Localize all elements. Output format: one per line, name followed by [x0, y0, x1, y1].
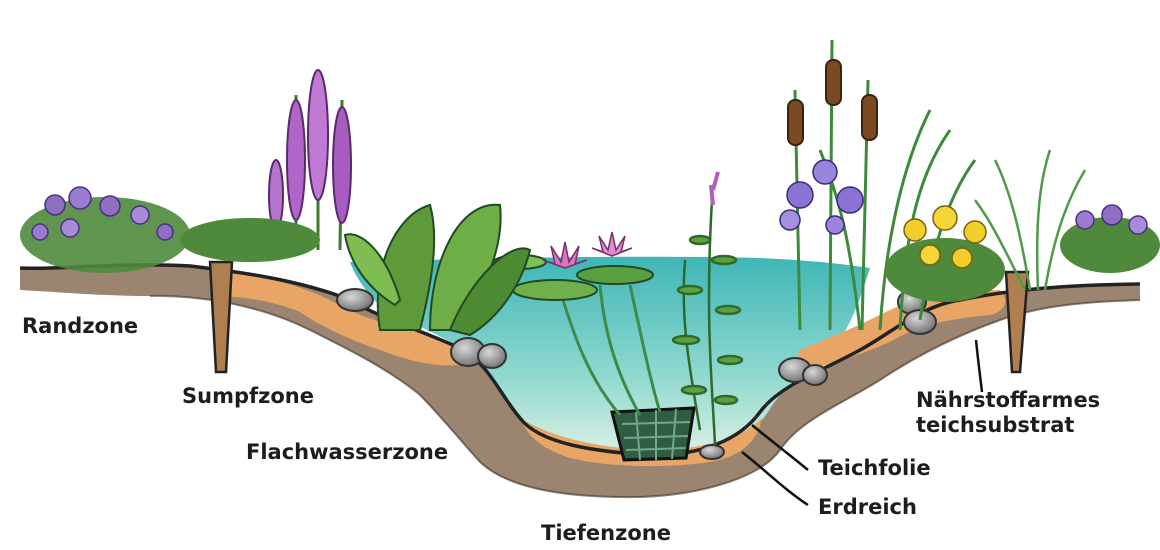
- right-groundcover: [1060, 205, 1160, 273]
- plant-basket: [612, 408, 694, 460]
- marigold-plants: [885, 206, 1005, 302]
- randzone-plants: [20, 187, 190, 273]
- iris-flowers: [780, 160, 863, 234]
- label-substrat-line1: Nährstoffarmes: [916, 388, 1100, 413]
- submerged-plant-flower: [711, 172, 718, 205]
- label-randzone: Randzone: [22, 314, 138, 339]
- post-left: [210, 262, 232, 372]
- label-substrat: Nährstoffarmes teichsubstrat: [916, 388, 1100, 438]
- label-erdreich: Erdreich: [818, 495, 917, 520]
- label-flachwasserzone: Flachwasserzone: [246, 440, 448, 465]
- label-sumpfzone: Sumpfzone: [182, 384, 314, 409]
- label-substrat-line2: teichsubstrat: [916, 413, 1100, 438]
- label-tiefenzone: Tiefenzone: [541, 521, 671, 546]
- label-teichfolie: Teichfolie: [818, 456, 931, 481]
- loosestrife-plants: [180, 70, 351, 262]
